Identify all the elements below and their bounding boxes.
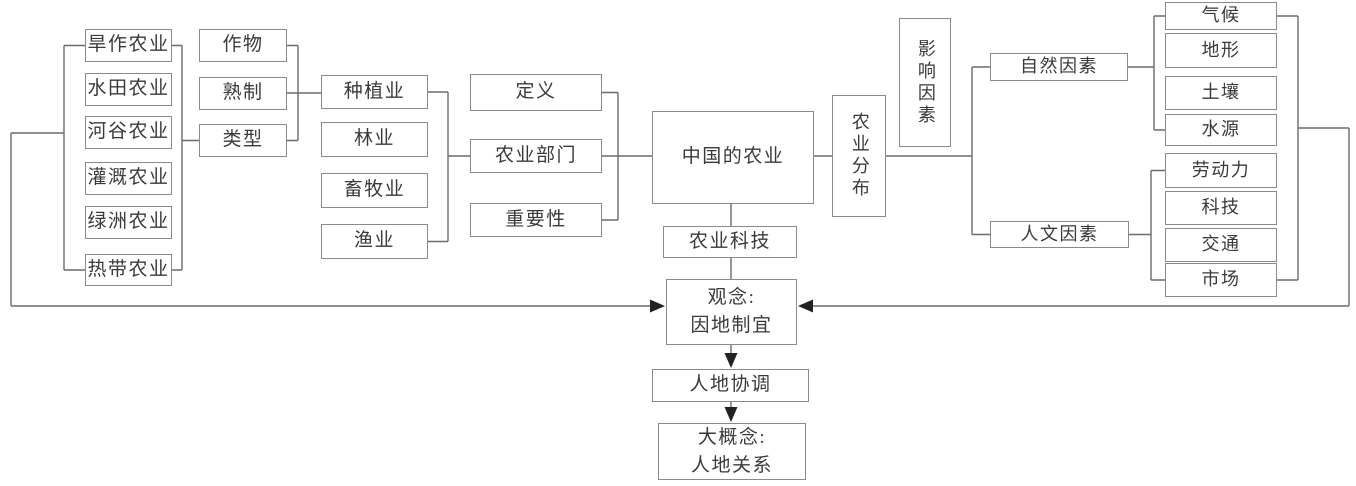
node-influencing-factors: 影响因素 <box>899 18 951 147</box>
node-transportation: 交通 <box>1165 228 1277 262</box>
concept-line2: 因地制宜 <box>690 315 773 336</box>
right-tree-connectors <box>812 15 1350 307</box>
node-valley-farming: 河谷农业 <box>85 116 172 149</box>
node-human-land-coordination: 人地协调 <box>652 369 809 402</box>
node-labor: 劳动力 <box>1165 153 1277 188</box>
node-agri-science-tech: 农业科技 <box>663 226 797 258</box>
node-big-concept-human-land: 大概念: 人地关系 <box>658 423 806 480</box>
node-human-factors: 人文因素 <box>990 221 1129 248</box>
node-market: 市场 <box>1165 263 1277 297</box>
node-technology: 科技 <box>1165 191 1277 225</box>
arrowheads <box>650 299 813 422</box>
arrow-left-icon <box>798 299 813 313</box>
node-importance: 重要性 <box>470 203 602 237</box>
node-forestry: 林业 <box>321 122 428 157</box>
concept-line1: 观念: <box>707 287 756 309</box>
center-flow-connectors <box>11 204 732 408</box>
node-planting-industry: 种植业 <box>321 75 428 109</box>
arrow-right-icon <box>650 299 665 313</box>
node-type: 类型 <box>199 124 287 157</box>
big-concept-line1: 大概念: <box>697 426 767 448</box>
node-china-agriculture: 中国的农业 <box>652 111 814 204</box>
node-terrain: 地形 <box>1165 33 1277 68</box>
node-tropical-farming: 热带农业 <box>85 254 172 286</box>
node-soil: 土壤 <box>1165 76 1277 110</box>
node-irrigation-farming: 灌溉农业 <box>85 162 172 195</box>
node-paddy-farming: 水田农业 <box>85 73 172 106</box>
node-dryland-farming: 旱作农业 <box>85 29 172 62</box>
node-agri-sectors: 农业部门 <box>470 139 602 173</box>
arrow-down-icon <box>724 407 738 422</box>
node-definition: 定义 <box>470 74 602 111</box>
left-tree-connectors <box>10 44 652 306</box>
node-oasis-farming: 绿洲农业 <box>85 206 172 239</box>
node-water-source: 水源 <box>1165 114 1277 146</box>
connector-group <box>10 15 1350 408</box>
node-climate: 气候 <box>1165 2 1277 30</box>
node-cropping-system: 熟制 <box>199 77 287 110</box>
node-animal-husbandry: 畜牧业 <box>321 173 428 208</box>
big-concept-line2: 人地关系 <box>690 454 773 476</box>
node-agri-distribution: 农业分布 <box>832 95 886 217</box>
node-fishery: 渔业 <box>321 224 428 259</box>
node-natural-factors: 自然因素 <box>990 53 1128 81</box>
node-concept-adapt-to-local: 观念: 因地制宜 <box>666 279 797 345</box>
arrow-down-icon <box>724 353 738 368</box>
node-crops: 作物 <box>199 29 287 62</box>
